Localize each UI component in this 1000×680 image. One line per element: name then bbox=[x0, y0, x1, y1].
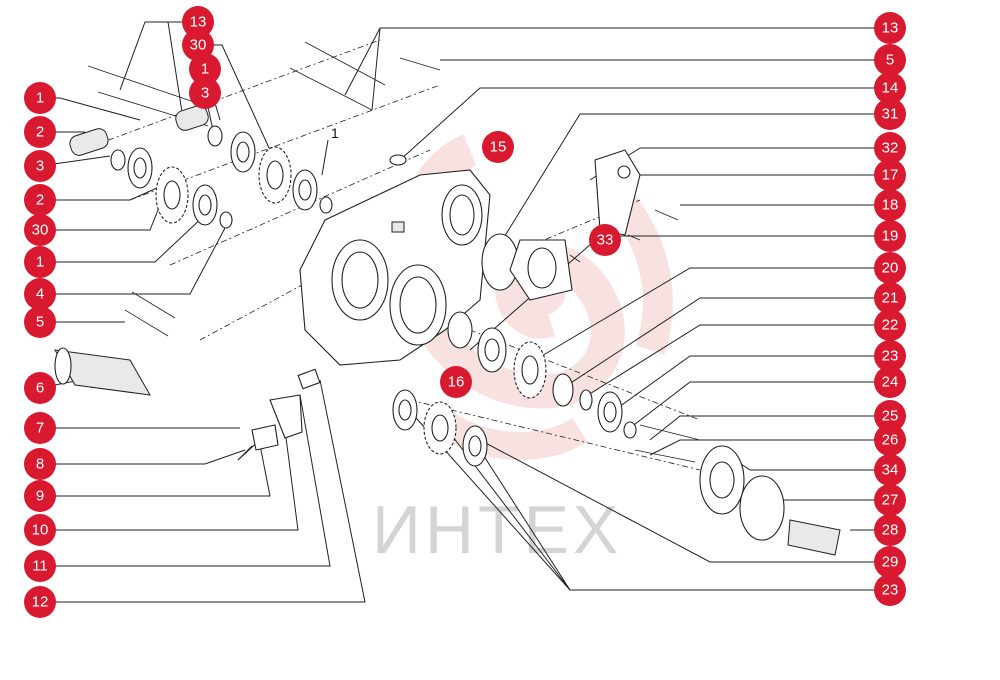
svg-text:15: 15 bbox=[490, 139, 507, 156]
svg-text:21: 21 bbox=[882, 290, 899, 307]
callout-2-a: 2 bbox=[24, 116, 56, 148]
callout-28: 28 bbox=[874, 514, 906, 546]
callout-34: 34 bbox=[874, 454, 906, 486]
svg-text:2: 2 bbox=[36, 124, 44, 141]
callout-30-top: 30 bbox=[182, 29, 214, 61]
callout-1-top: 1 bbox=[189, 53, 221, 85]
callouts-inner: 15 33 16 bbox=[440, 131, 621, 398]
callout-31: 31 bbox=[874, 98, 906, 130]
svg-text:23: 23 bbox=[882, 348, 899, 365]
callout-1-b: 1 bbox=[24, 246, 56, 278]
watermark-text: ИНТЕХ bbox=[372, 492, 622, 568]
svg-text:7: 7 bbox=[36, 420, 44, 437]
svg-text:12: 12 bbox=[32, 594, 49, 611]
svg-text:1: 1 bbox=[201, 61, 209, 78]
callout-1-a: 1 bbox=[24, 82, 56, 114]
svg-text:22: 22 bbox=[882, 317, 899, 334]
callout-24: 24 bbox=[874, 366, 906, 398]
svg-text:16: 16 bbox=[448, 374, 465, 391]
callout-17: 17 bbox=[874, 159, 906, 191]
svg-text:3: 3 bbox=[201, 85, 209, 102]
callout-25: 25 bbox=[874, 400, 906, 432]
callout-9: 9 bbox=[24, 480, 56, 512]
svg-text:11: 11 bbox=[32, 558, 48, 575]
svg-text:10: 10 bbox=[32, 522, 49, 539]
svg-text:1: 1 bbox=[36, 90, 44, 107]
callout-29: 29 bbox=[874, 546, 906, 578]
svg-text:29: 29 bbox=[882, 554, 899, 571]
svg-text:24: 24 bbox=[882, 374, 899, 391]
callout-11: 11 bbox=[24, 550, 56, 582]
svg-text:2: 2 bbox=[36, 192, 44, 209]
svg-text:34: 34 bbox=[882, 462, 899, 479]
callout-20: 20 bbox=[874, 252, 906, 284]
callout-10: 10 bbox=[24, 514, 56, 546]
plain-label-1-leader bbox=[321, 139, 329, 176]
svg-text:31: 31 bbox=[882, 106, 899, 123]
svg-text:4: 4 bbox=[36, 286, 44, 303]
callout-5-right: 5 bbox=[874, 44, 906, 76]
svg-text:17: 17 bbox=[882, 167, 899, 184]
callout-4: 4 bbox=[24, 278, 56, 310]
svg-text:8: 8 bbox=[36, 456, 44, 473]
svg-text:33: 33 bbox=[597, 232, 614, 249]
callouts-right: 13 5 14 31 32 17 18 19 20 21 22 23 24 25… bbox=[874, 12, 906, 606]
callout-23-a: 23 bbox=[874, 340, 906, 372]
callout-26: 26 bbox=[874, 424, 906, 456]
callouts-left: 13 30 1 3 1 2 3 2 30 1 4 5 6 7 8 9 10 11… bbox=[24, 6, 221, 618]
callout-30-a: 30 bbox=[24, 214, 56, 246]
svg-text:30: 30 bbox=[190, 37, 207, 54]
svg-text:28: 28 bbox=[882, 522, 899, 539]
callout-2-b: 2 bbox=[24, 184, 56, 216]
svg-text:30: 30 bbox=[32, 222, 49, 239]
svg-text:6: 6 bbox=[36, 380, 44, 397]
svg-text:13: 13 bbox=[190, 14, 207, 31]
parts-left bbox=[54, 41, 441, 451]
callout-6: 6 bbox=[24, 372, 56, 404]
callout-3-a: 3 bbox=[24, 150, 56, 182]
svg-text:1: 1 bbox=[36, 254, 44, 271]
callout-18: 18 bbox=[874, 189, 906, 221]
svg-text:19: 19 bbox=[882, 228, 899, 245]
callout-3-top: 3 bbox=[189, 77, 221, 109]
callout-23-b: 23 bbox=[874, 574, 906, 606]
svg-text:25: 25 bbox=[882, 408, 899, 425]
callout-19: 19 bbox=[874, 220, 906, 252]
leaders-right bbox=[344, 27, 890, 591]
svg-text:5: 5 bbox=[886, 52, 894, 69]
svg-text:5: 5 bbox=[36, 314, 44, 331]
callout-13-left: 13 bbox=[182, 6, 214, 38]
callout-8: 8 bbox=[24, 448, 56, 480]
svg-text:9: 9 bbox=[36, 488, 44, 505]
callout-13-right: 13 bbox=[874, 12, 906, 44]
callout-5-left: 5 bbox=[24, 306, 56, 338]
svg-text:3: 3 bbox=[36, 158, 44, 175]
callout-15: 15 bbox=[482, 131, 514, 163]
svg-text:32: 32 bbox=[882, 140, 899, 157]
callout-14: 14 bbox=[874, 72, 906, 104]
svg-text:14: 14 bbox=[882, 80, 899, 97]
callout-27: 27 bbox=[874, 484, 906, 516]
svg-text:27: 27 bbox=[882, 492, 899, 509]
parts-right bbox=[392, 149, 841, 556]
callout-32: 32 bbox=[874, 132, 906, 164]
callout-21: 21 bbox=[874, 282, 906, 314]
svg-text:13: 13 bbox=[882, 20, 899, 37]
svg-text:18: 18 bbox=[882, 197, 899, 214]
gearbox-housing bbox=[299, 154, 491, 366]
plain-label-1: 1 bbox=[331, 125, 339, 141]
svg-text:20: 20 bbox=[882, 260, 899, 277]
callout-33: 33 bbox=[589, 224, 621, 256]
callout-12: 12 bbox=[24, 586, 56, 618]
callout-22: 22 bbox=[874, 309, 906, 341]
svg-text:26: 26 bbox=[882, 432, 899, 449]
svg-text:23: 23 bbox=[882, 582, 899, 599]
callout-16: 16 bbox=[440, 366, 472, 398]
callout-7: 7 bbox=[24, 412, 56, 444]
